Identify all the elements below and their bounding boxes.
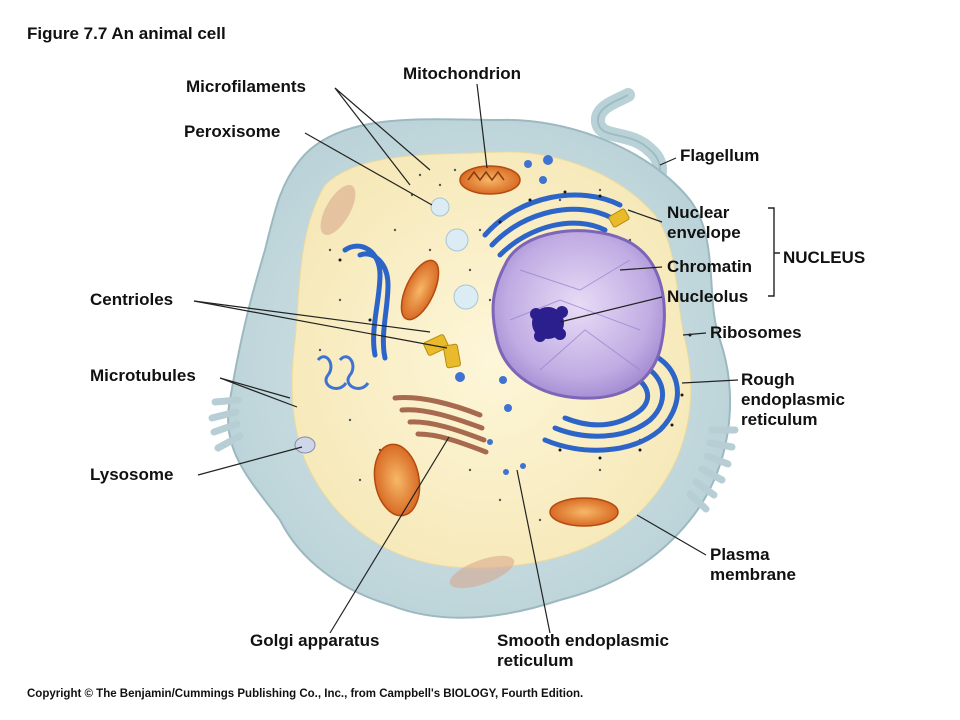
label-microtubules: Microtubules (90, 366, 196, 385)
label-nuclear-envelope-line1: Nuclear (667, 203, 730, 222)
figure-title: Figure 7.7 An animal cell (27, 24, 226, 43)
label-plasma-membrane: Plasma membrane (710, 545, 796, 585)
label-microfilaments: Microfilaments (186, 77, 306, 96)
microvilli-left (208, 396, 244, 452)
label-plasma-membrane-line2: membrane (710, 565, 796, 584)
label-smooth-er: Smooth endoplasmic reticulum (497, 631, 669, 671)
label-rough-er-line3: reticulum (741, 410, 818, 429)
label-nucleus: NUCLEUS (783, 248, 866, 267)
label-rough-er: Rough endoplasmic reticulum (741, 370, 845, 430)
centrioles (423, 208, 630, 369)
mitochondria (320, 165, 619, 589)
label-peroxisome: Peroxisome (184, 122, 281, 141)
nucleolus (530, 306, 568, 342)
label-flagellum: Flagellum (680, 146, 760, 165)
lysosome (294, 436, 316, 454)
smooth-er (316, 355, 370, 390)
label-ribosomes: Ribosomes (710, 323, 802, 342)
peroxisomes (430, 197, 479, 310)
leader-lines (193, 83, 739, 634)
label-mitochondrion: Mitochondrion (403, 64, 522, 83)
label-rough-er-line1: Rough (741, 370, 795, 389)
rough-er (342, 192, 680, 453)
vesicles (455, 155, 553, 475)
label-nuclear-envelope: Nuclear envelope (667, 203, 741, 243)
label-lysosome: Lysosome (90, 465, 174, 484)
chromatin (509, 259, 641, 371)
microvilli-right (686, 426, 739, 513)
label-centrioles: Centrioles (90, 290, 174, 309)
label-plasma-membrane-line1: Plasma (710, 545, 770, 564)
copyright-notice: Copyright © The Benjamin/Cummings Publis… (27, 688, 584, 700)
label-smooth-er-line1: Smooth endoplasmic (497, 631, 669, 650)
label-golgi: Golgi apparatus (250, 631, 380, 650)
label-nucleolus: Nucleolus (667, 287, 749, 306)
label-nuclear-envelope-line2: envelope (667, 223, 741, 242)
label-smooth-er-line2: reticulum (497, 651, 574, 670)
nucleus (491, 229, 666, 400)
nucleus-brace (768, 207, 780, 297)
label-rough-er-line2: endoplasmic (741, 390, 845, 409)
golgi-apparatus (392, 394, 489, 455)
label-chromatin: Chromatin (667, 257, 752, 276)
